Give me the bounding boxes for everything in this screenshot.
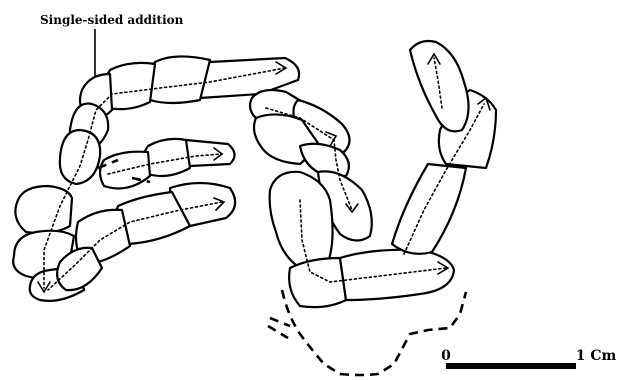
scale-bar: 0 1 Cm [441, 348, 616, 366]
middle-tip-segment [184, 140, 235, 166]
right-chain [270, 41, 496, 307]
upper-segment-7 [15, 186, 72, 233]
middle-short-chain [98, 139, 235, 189]
right-horizontal-segment [340, 250, 454, 300]
scale-start-label: 0 [441, 348, 451, 364]
right-basal-segment-2 [289, 258, 346, 307]
lower-left-chain [48, 183, 235, 290]
right-upright-segment-1 [392, 164, 466, 254]
annotation-label: Single-sided addition [40, 13, 184, 27]
scale-end-label: 1 Cm [576, 348, 617, 364]
upper-segment-6 [60, 130, 100, 184]
